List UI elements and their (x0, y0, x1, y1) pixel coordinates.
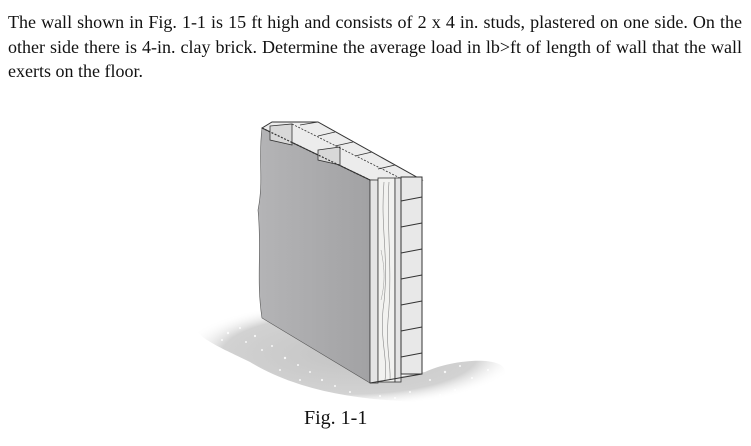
plaster-face (257, 127, 371, 384)
stud-section (369, 177, 402, 384)
figure-caption: Fig. 1-1 (304, 407, 368, 429)
floor-shadow (194, 305, 506, 403)
brick-section (400, 176, 423, 375)
problem-statement: The wall shown in Fig. 1-1 is 15 ft high… (8, 12, 742, 81)
